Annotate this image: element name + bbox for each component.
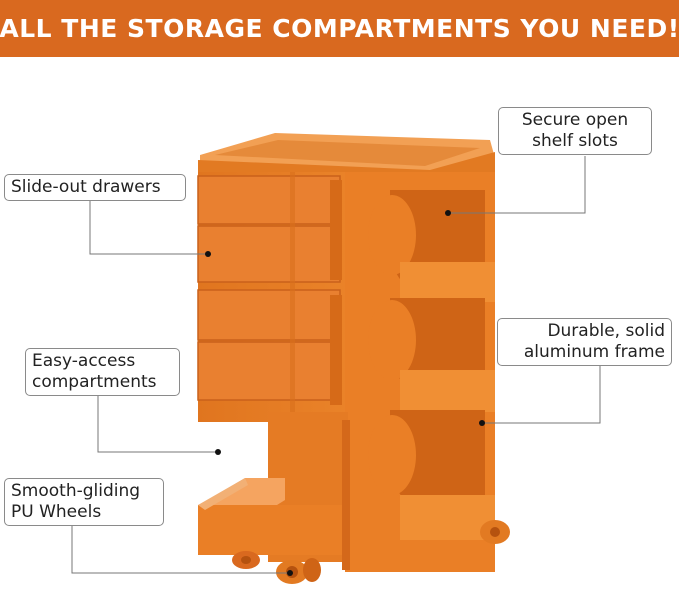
- callout-text-line2: PU Wheels: [11, 502, 102, 522]
- callout-aluminum-frame: Durable, solid aluminum frame: [497, 318, 672, 366]
- callout-shelf-slots: Secure open shelf slots: [498, 107, 652, 155]
- callout-text-line1: Secure open: [521, 110, 629, 130]
- callout-text-line2: compartments: [32, 372, 157, 392]
- lower-compartment: [198, 412, 350, 570]
- callout-text-line1: Easy-access: [32, 351, 136, 371]
- callout-text-line1: Durable, solid: [547, 321, 665, 341]
- callout-text-line2: shelf slots: [532, 131, 618, 151]
- shelf-column: [345, 172, 495, 572]
- callout-slide-out-drawers: Slide-out drawers: [4, 174, 186, 201]
- callout-wheels: Smooth-gliding PU Wheels: [4, 478, 164, 526]
- header-banner: ALL THE STORAGE COMPARTMENTS YOU NEED!: [0, 0, 679, 57]
- callout-text-line2: aluminum frame: [523, 342, 665, 362]
- callout-easy-access: Easy-access compartments: [25, 348, 180, 396]
- banner-title: ALL THE STORAGE COMPARTMENTS YOU NEED!: [0, 14, 679, 43]
- callout-text-line1: Smooth-gliding: [11, 481, 141, 501]
- callout-text: Slide-out drawers: [11, 177, 161, 197]
- leader-lines: [71, 156, 601, 574]
- leader-dots: [205, 210, 485, 576]
